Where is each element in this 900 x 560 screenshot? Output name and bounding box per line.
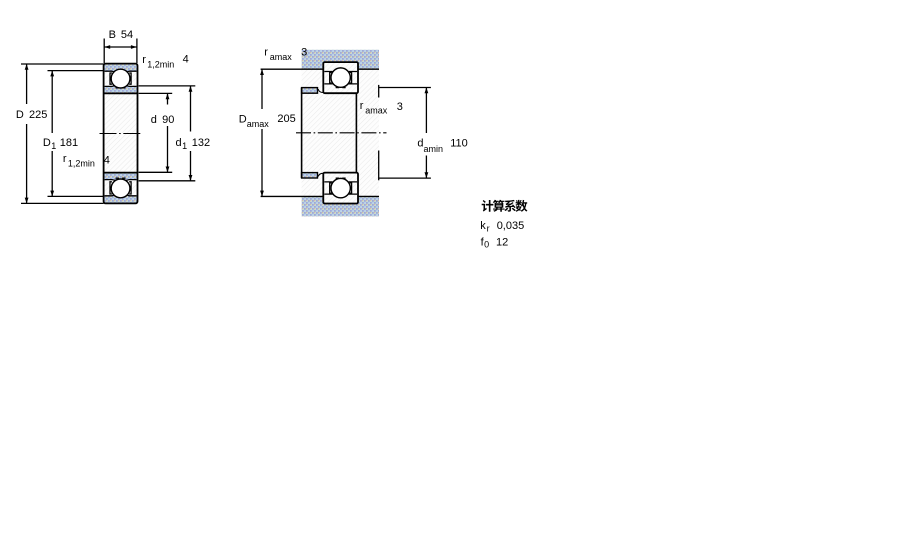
- svg-text:225: 225: [29, 109, 47, 121]
- svg-text:3: 3: [397, 101, 403, 113]
- svg-text:90: 90: [162, 114, 174, 126]
- svg-text:1: 1: [51, 141, 56, 151]
- svg-text:D: D: [239, 114, 247, 126]
- svg-text:d: d: [417, 137, 423, 149]
- svg-text:r: r: [264, 47, 268, 59]
- svg-text:amax: amax: [365, 105, 388, 115]
- svg-text:1,2min: 1,2min: [68, 159, 95, 169]
- svg-text:r: r: [360, 100, 364, 112]
- svg-text:r: r: [142, 54, 146, 66]
- svg-text:110: 110: [450, 137, 468, 149]
- svg-text:54: 54: [121, 29, 133, 41]
- svg-text:B: B: [109, 29, 116, 41]
- svg-text:181: 181: [60, 137, 78, 149]
- svg-text:1,2min: 1,2min: [147, 59, 174, 69]
- svg-text:r: r: [63, 153, 67, 165]
- svg-text:3: 3: [301, 47, 307, 59]
- svg-text:amin: amin: [424, 144, 444, 154]
- svg-text:4: 4: [183, 53, 189, 65]
- svg-text:D: D: [16, 109, 24, 121]
- svg-text:amax: amax: [270, 52, 293, 62]
- svg-text:amax: amax: [247, 119, 270, 129]
- svg-text:d: d: [151, 114, 157, 126]
- svg-text:f: f: [481, 236, 485, 248]
- svg-text:r: r: [487, 223, 490, 233]
- svg-text:0,035: 0,035: [497, 220, 525, 232]
- svg-text:205: 205: [277, 113, 295, 125]
- svg-text:132: 132: [192, 137, 210, 149]
- svg-text:k: k: [480, 220, 486, 232]
- svg-text:4: 4: [104, 154, 110, 166]
- svg-text:D: D: [43, 137, 51, 149]
- svg-text:d: d: [176, 137, 182, 149]
- svg-text:0: 0: [484, 239, 489, 249]
- svg-text:1: 1: [182, 141, 187, 151]
- svg-text:12: 12: [496, 236, 508, 248]
